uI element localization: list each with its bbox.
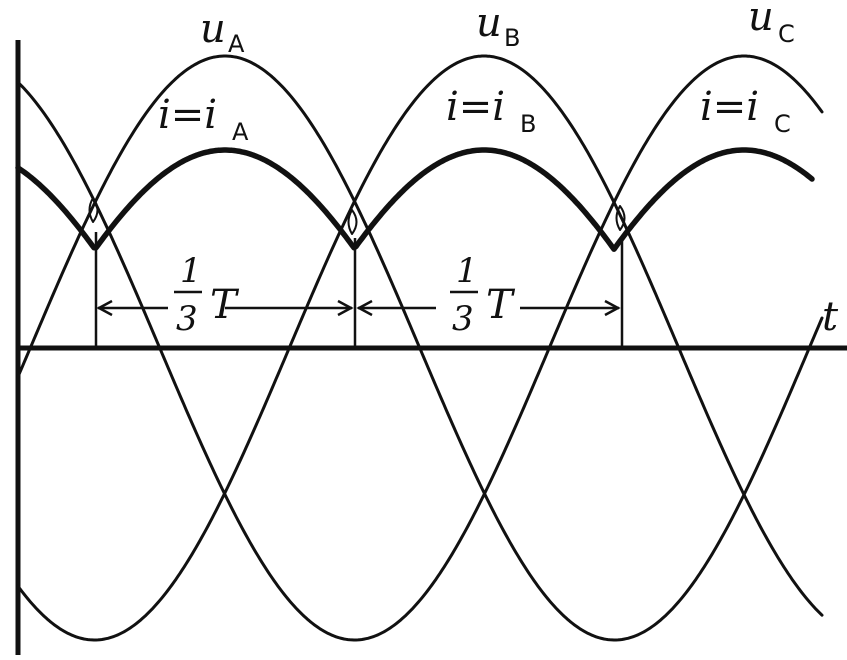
label-u-b-sub: B: [504, 24, 520, 52]
label-u-b-main: u: [476, 0, 502, 46]
label-i-a: i=i A: [158, 92, 249, 146]
commutation-marker-3: [615, 205, 626, 231]
label-u-c-main: u: [748, 0, 774, 40]
label-i-a-sub: A: [232, 118, 249, 146]
voltage-curve-c: [16, 54, 824, 642]
label-u-c: u C: [748, 0, 795, 48]
interval-2-denominator: 3: [452, 299, 474, 339]
label-i-b: i=i B: [446, 84, 536, 138]
label-u-b: u B: [476, 0, 520, 52]
interval-1-denominator: 3: [176, 299, 198, 339]
label-i-b-main: i=i: [446, 84, 505, 130]
label-i-a-main: i=i: [158, 92, 217, 138]
interval-label-1: 1 3 T: [174, 251, 240, 339]
interval-label-2: 1 3 T: [450, 251, 516, 339]
commutation-marker-2: [347, 209, 358, 235]
label-u-c-sub: C: [778, 20, 795, 48]
label-i-c: i=i C: [700, 84, 791, 138]
label-i-b-sub: B: [520, 110, 536, 138]
label-u-a-main: u: [200, 6, 226, 52]
interval-2-numerator: 1: [456, 251, 478, 291]
interval-1-numerator: 1: [180, 251, 202, 291]
label-i-c-main: i=i: [700, 84, 759, 130]
voltage-curve-a: [16, 54, 824, 642]
label-u-a: u A: [200, 6, 245, 58]
interval-arrow-2: [356, 299, 621, 317]
time-axis-label: t: [822, 294, 839, 340]
current-envelope-curve: [15, 147, 815, 252]
label-i-c-sub: C: [774, 110, 791, 138]
interval-1-variable: T: [210, 282, 240, 328]
interval-arrow-1: [96, 299, 354, 317]
interval-2-variable: T: [486, 282, 516, 328]
commutation-marker-1: [88, 197, 99, 223]
voltage-curve-b: [16, 54, 824, 642]
label-u-a-sub: A: [228, 30, 245, 58]
